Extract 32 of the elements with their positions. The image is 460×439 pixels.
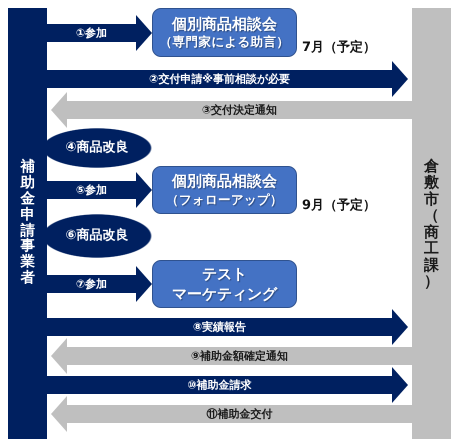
edge-label: ③交付決定通知 [202,103,278,117]
box-subtitle: （専門家による助言） [160,34,290,52]
schedule-note: 7月（予定） [302,38,376,56]
vertical-label: 倉敷市（商工課） [424,158,439,290]
edge-label: ②交付申請※事前相談が必要 [149,72,290,86]
edge-label: ⑧実績報告 [192,320,246,334]
edge-label: ⑤参加 [76,183,108,197]
schedule-note: 9月（予定） [302,196,376,214]
edge-label: ⑩補助金請求 [187,378,252,392]
block-arrow [47,266,152,302]
block-arrow [51,92,412,128]
edge-label: ①参加 [76,26,108,40]
ellipse-label: ⑥商品改良 [65,227,128,245]
ellipse-label: ④商品改良 [65,139,128,157]
edge-label: ⑦参加 [76,277,108,291]
box-title: 個別商品相談会 [172,14,277,34]
side-band [412,8,451,439]
edge-label: ⑨補助金額確定通知 [190,349,288,363]
side-band [8,8,47,439]
block-arrow [47,367,408,403]
box-title: マーケティング [172,284,277,304]
box-title: テスト [202,264,247,284]
edge-label: ⑪補助金交付 [206,407,272,421]
block-arrow [47,172,152,208]
process-box [152,260,297,308]
block-arrow [51,338,412,374]
block-arrow [51,396,412,432]
vertical-label: 補助金申請事業者 [20,160,35,288]
box-subtitle: （フォローアップ） [166,192,283,209]
block-arrow [47,309,408,345]
block-arrow [47,15,152,51]
box-title: 個別商品相談会 [172,171,277,192]
